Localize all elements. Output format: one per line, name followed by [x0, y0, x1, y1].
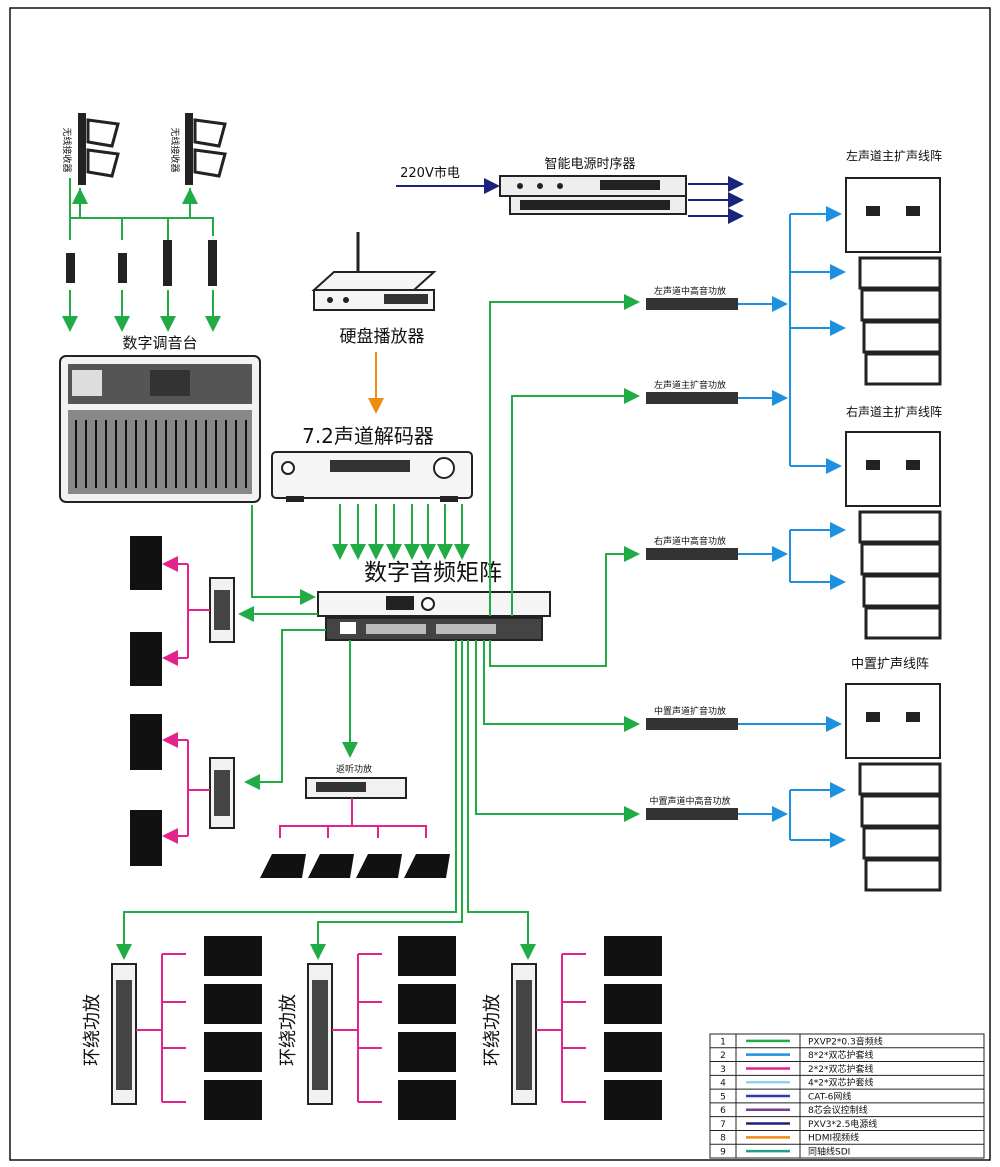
monitor-amp [305, 777, 407, 799]
legend-row-number: 7 [720, 1120, 726, 1130]
page-border [9, 7, 991, 1161]
surround-group-1: 环绕功放 [82, 936, 262, 1120]
power-sequencer [499, 175, 687, 215]
amp-center-hi: 中置声道中高音功放 [646, 795, 738, 820]
surround-group-3: 环绕功放 [482, 936, 662, 1120]
legend-row-number: 8 [720, 1134, 726, 1144]
amp-left-hi-label: 左声道中高音功放 [654, 285, 726, 297]
hdd-player [311, 232, 437, 311]
monitor-wedges [260, 798, 450, 878]
hdd-player-label: 硬盘播放器 [340, 327, 425, 347]
right-array-label: 右声道主扩声线阵 [846, 404, 942, 419]
legend-row-text: PXVP2*0.3音频线 [808, 1035, 883, 1047]
amp-left-main-label: 左声道主扩音功放 [654, 379, 726, 391]
decoder-to-matrix-lines [332, 504, 470, 560]
legend-row-text: PXV3*2.5电源线 [808, 1118, 877, 1130]
amp-center-hi-label: 中置声道中高音功放 [649, 795, 730, 807]
surround-1-label: 环绕功放 [82, 994, 103, 1066]
legend-row-number: 5 [720, 1092, 726, 1102]
wireless-receiver-2: 无线接收器 [169, 113, 227, 185]
matrix-to-wall-amp-2 [244, 629, 326, 790]
wall-speaker-group-2 [130, 714, 235, 866]
wireless-1-label: 无线接收器 [61, 127, 73, 172]
surround-group-2: 环绕功放 [278, 936, 456, 1120]
legend-row-number: 4 [720, 1079, 726, 1089]
monitor-amp-label: 返听功放 [336, 763, 372, 775]
legend-row-text: 4*2*双芯护套线 [808, 1077, 873, 1089]
sequencer-label: 智能电源时序器 [544, 157, 635, 172]
matrix-label: 数字音频矩阵 [364, 560, 502, 586]
wireless-receiver-1: 无线接收器 [61, 113, 120, 185]
legend-row-text: HDMI视频线 [808, 1132, 859, 1144]
mixer-label: 数字调音台 [122, 334, 197, 352]
amp-left-main: 左声道主扩音功放 [646, 379, 738, 404]
audio-matrix [317, 591, 551, 641]
center-array-label: 中置扩声线阵 [851, 657, 929, 672]
right-line-array [845, 431, 942, 640]
wall-speaker-group-1 [130, 536, 235, 686]
amp-right-hi-label: 右声道中高音功放 [654, 535, 726, 547]
amp-center-main-label: 中置声道扩音功放 [654, 705, 726, 717]
cable-legend: 1 PXVP2*0.3音频线 2 8*2*双芯护套线 3 2*2*双芯护套线 4 4*2*双芯… [709, 1033, 985, 1159]
surround-3-label: 环绕功放 [482, 994, 503, 1066]
legend-row-text: 同轴线SDI [808, 1146, 850, 1158]
microphones [62, 178, 221, 332]
matrix-to-surround-lines [116, 640, 536, 960]
decoder-label: 7.2声道解码器 [302, 424, 434, 448]
legend-row-number: 9 [720, 1148, 726, 1158]
wireless-2-label: 无线接收器 [169, 127, 181, 172]
digital-mixer [59, 355, 261, 503]
amp-center-main: 中置声道扩音功放 [646, 705, 738, 730]
legend-row-text: 2*2*双芯护套线 [808, 1063, 873, 1075]
mixer-to-matrix-line [251, 505, 316, 605]
sequencer-outputs [688, 176, 744, 224]
amp-left-hi: 左声道中高音功放 [646, 285, 738, 310]
legend-row-number: 3 [720, 1065, 726, 1075]
decoder-7-2 [271, 451, 473, 502]
legend-row-number: 2 [720, 1051, 726, 1061]
legend-row-text: 8*2*双芯护套线 [808, 1049, 873, 1061]
amp-to-array-lines [738, 206, 846, 848]
amp-right-hi: 右声道中高音功放 [646, 535, 738, 560]
legend-row-number: 1 [720, 1037, 726, 1047]
legend-row-text: CAT-6网线 [808, 1090, 851, 1102]
left-array-label: 左声道主扩声线阵 [846, 148, 942, 163]
legend-row-text: 8芯会议控制线 [808, 1104, 868, 1116]
mains-label: 220V市电 [400, 165, 460, 181]
center-line-array [845, 683, 942, 892]
legend-row-number: 6 [720, 1106, 726, 1116]
left-line-array [845, 177, 942, 386]
surround-2-label: 环绕功放 [278, 994, 299, 1066]
matrix-to-right-amps [475, 294, 640, 822]
